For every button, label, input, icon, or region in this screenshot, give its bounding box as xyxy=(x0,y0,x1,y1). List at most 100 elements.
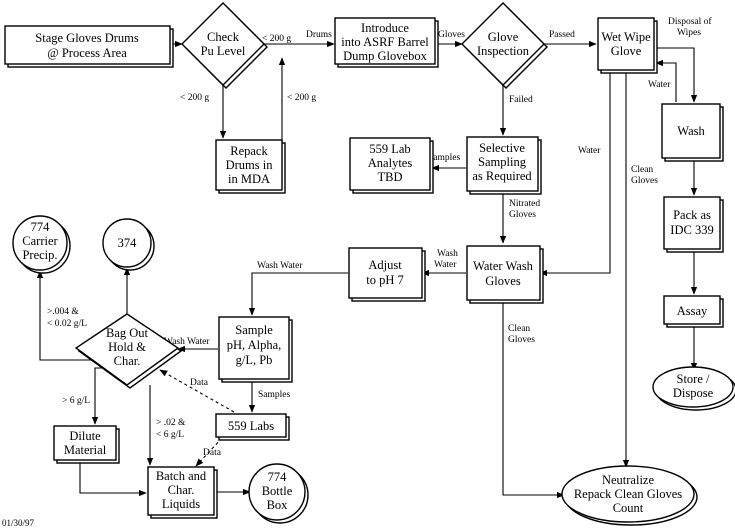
edge-labels: < 200 g Drums Gloves Passed Disposal of … xyxy=(47,16,712,458)
node-assay: Assay xyxy=(663,295,724,328)
node-dilute-material: Dilute Material xyxy=(53,425,120,464)
node-374: 374 xyxy=(102,218,155,271)
node-lab559a-line-2: Analytes xyxy=(368,156,413,170)
node-374-line-1: 374 xyxy=(118,236,138,250)
edge-label-carrier-cond-2: < 0.02 g/L xyxy=(47,319,87,329)
node-774-carrier-precip: 774 Carrier Precip. xyxy=(12,215,71,274)
node-waterwash-line-2: Gloves xyxy=(485,274,521,288)
node-559-labs: 559 Labs xyxy=(215,413,290,441)
node-carrier-line-3: Precip. xyxy=(22,248,57,262)
edge-label-clean-gloves-a-1: Clean xyxy=(631,165,653,175)
node-carrier-line-2: Carrier xyxy=(22,234,58,248)
edge-label-wash-water-c: Wash Water xyxy=(164,337,210,347)
node-adjust-ph7: Adjust to pH 7 xyxy=(348,247,426,302)
edge-label-wash-water-a-2: Water xyxy=(434,260,457,270)
edge-wetwipe-wash xyxy=(654,47,698,103)
node-selective-sampling: Selective Sampling as Required xyxy=(466,136,542,195)
node-neutralize-line-3: Count xyxy=(613,501,644,515)
edge-label-lt200-left: < 200 g xyxy=(180,93,209,103)
edge-wash-wetwipe xyxy=(655,59,677,102)
edge-label-clean-gloves-a-2: Gloves xyxy=(631,176,658,186)
node-stage-gloves-drums: Stage Gloves Drums @ Process Area xyxy=(4,25,174,68)
edge-labs559-bagout xyxy=(159,369,235,413)
node-stage-line-2: @ Process Area xyxy=(47,46,127,60)
node-lab559a-line-1: 559 Lab xyxy=(369,142,410,156)
node-adjust-line-1: Adjust xyxy=(368,258,402,272)
node-neutralize-line-2: Repack Clean Gloves xyxy=(574,487,682,501)
edge-label-passed: Passed xyxy=(549,30,575,40)
node-assay-line-1: Assay xyxy=(677,304,708,318)
edge-label-wash-water-b: Wash Water xyxy=(257,261,303,271)
node-repack-drums: Repack Drums in in MDA xyxy=(215,139,286,194)
node-inspection-line-2: Inspection xyxy=(477,44,530,58)
edge-label-samples-a: Samples xyxy=(428,153,460,163)
edge-label-gt6: > 6 g/L xyxy=(62,396,90,406)
node-batch-line-1: Batch and xyxy=(156,469,207,483)
node-pack-line-1: Pack as xyxy=(673,208,711,222)
edge-label-gloves: Gloves xyxy=(438,30,465,40)
node-sample-line-3: g/L, Pb xyxy=(236,353,273,367)
node-check-pu-level: Check Pu Level xyxy=(181,2,268,89)
node-inspection-line-1: Glove xyxy=(488,30,519,44)
edge-label-clean-gloves-b-2: Gloves xyxy=(508,335,535,345)
edge-label-samples-b: Samples xyxy=(258,390,290,400)
node-selective-line-1: Selective xyxy=(479,141,525,155)
edge-bagout-dilute xyxy=(91,367,110,425)
node-introduce-line-1: Introduce xyxy=(361,21,409,35)
edge-label-data-b: Data xyxy=(203,448,222,458)
node-repack-line-1: Repack xyxy=(230,144,268,158)
node-store-line-1: Store / xyxy=(677,372,711,386)
node-repack-line-3: in MDA xyxy=(228,172,270,186)
edge-label-lt200-top: < 200 g xyxy=(262,34,291,44)
node-batch-line-2: Char. xyxy=(168,483,195,497)
edge-label-disposal-1: Disposal of xyxy=(668,16,712,27)
node-batch-line-3: Liquids xyxy=(162,497,200,511)
node-dilute-line-1: Dilute xyxy=(69,429,101,443)
node-repack-line-2: Drums in xyxy=(226,158,274,172)
node-wet-wipe-glove: Wet Wipe Glove xyxy=(597,17,658,74)
node-bagout-line-1: Bag Out xyxy=(106,326,149,340)
edge-label-nitrated-1: Nitrated xyxy=(509,199,540,209)
edge-label-lt200-right: < 200 g xyxy=(287,93,316,103)
node-774-bottle-box: 774 Bottle Box xyxy=(248,463,309,524)
node-bottle-line-1: 774 xyxy=(268,470,288,484)
edge-label-water-mid: Water xyxy=(578,146,601,156)
node-glove-inspection: Glove Inspection xyxy=(461,2,548,89)
node-wetwipe-line-2: Glove xyxy=(611,44,642,58)
node-check-line-2: Pu Level xyxy=(201,44,246,58)
node-559-lab-analytes: 559 Lab Analytes TBD xyxy=(349,137,434,194)
edge-label-disposal-2: Wipes xyxy=(677,28,701,38)
node-introduce-line-2: into ASRF Barrel xyxy=(341,35,429,49)
node-sample-ph-alpha: Sample pH, Alpha, g/L, Pb xyxy=(218,316,293,383)
node-introduce-asrf: Introduce into ASRF Barrel Dump Glovebox xyxy=(334,17,439,68)
node-selective-line-3: as Required xyxy=(472,169,532,183)
node-sample-line-1: Sample xyxy=(235,323,273,337)
node-lab559a-line-3: TBD xyxy=(378,170,403,184)
edge-label-data-a: Data xyxy=(190,378,209,388)
node-batch-char-liquids: Batch and Char. Liquids xyxy=(147,466,218,519)
edge-label-wash-water-a-1: Wash xyxy=(437,249,458,259)
node-bag-out-hold: Bag Out Hold & Char. xyxy=(74,313,183,389)
node-waterwash-line-1: Water Wash xyxy=(473,259,534,273)
edge-adjust-sample xyxy=(248,272,348,316)
node-water-wash-gloves: Water Wash Gloves xyxy=(466,245,544,304)
node-bottle-line-3: Box xyxy=(267,498,289,512)
node-introduce-line-3: Dump Glovebox xyxy=(343,49,427,63)
node-labs559-line-1: 559 Labs xyxy=(228,419,274,433)
edge-label-clean-gloves-b-1: Clean xyxy=(508,324,530,334)
node-sample-line-2: pH, Alpha, xyxy=(227,338,282,352)
node-wash-line-1: Wash xyxy=(677,124,705,138)
node-bagout-line-3: Char. xyxy=(114,354,141,368)
node-carrier-line-1: 774 xyxy=(31,220,51,234)
node-check-line-1: Check xyxy=(207,30,240,44)
edge-label-range-2: < 6 g/L xyxy=(156,430,184,440)
node-adjust-line-2: to pH 7 xyxy=(366,273,404,287)
edge-waterwash-neutralize xyxy=(502,302,565,499)
node-wash: Wash xyxy=(661,103,724,162)
date-stamp: 01/30/97 xyxy=(2,518,35,528)
node-pack-line-2: IDC 339 xyxy=(670,223,713,237)
edge-wetwipe-waterwash xyxy=(539,73,611,277)
node-wetwipe-line-1: Wet Wipe xyxy=(601,30,651,44)
node-neutralize-line-1: Neutralize xyxy=(602,473,655,487)
